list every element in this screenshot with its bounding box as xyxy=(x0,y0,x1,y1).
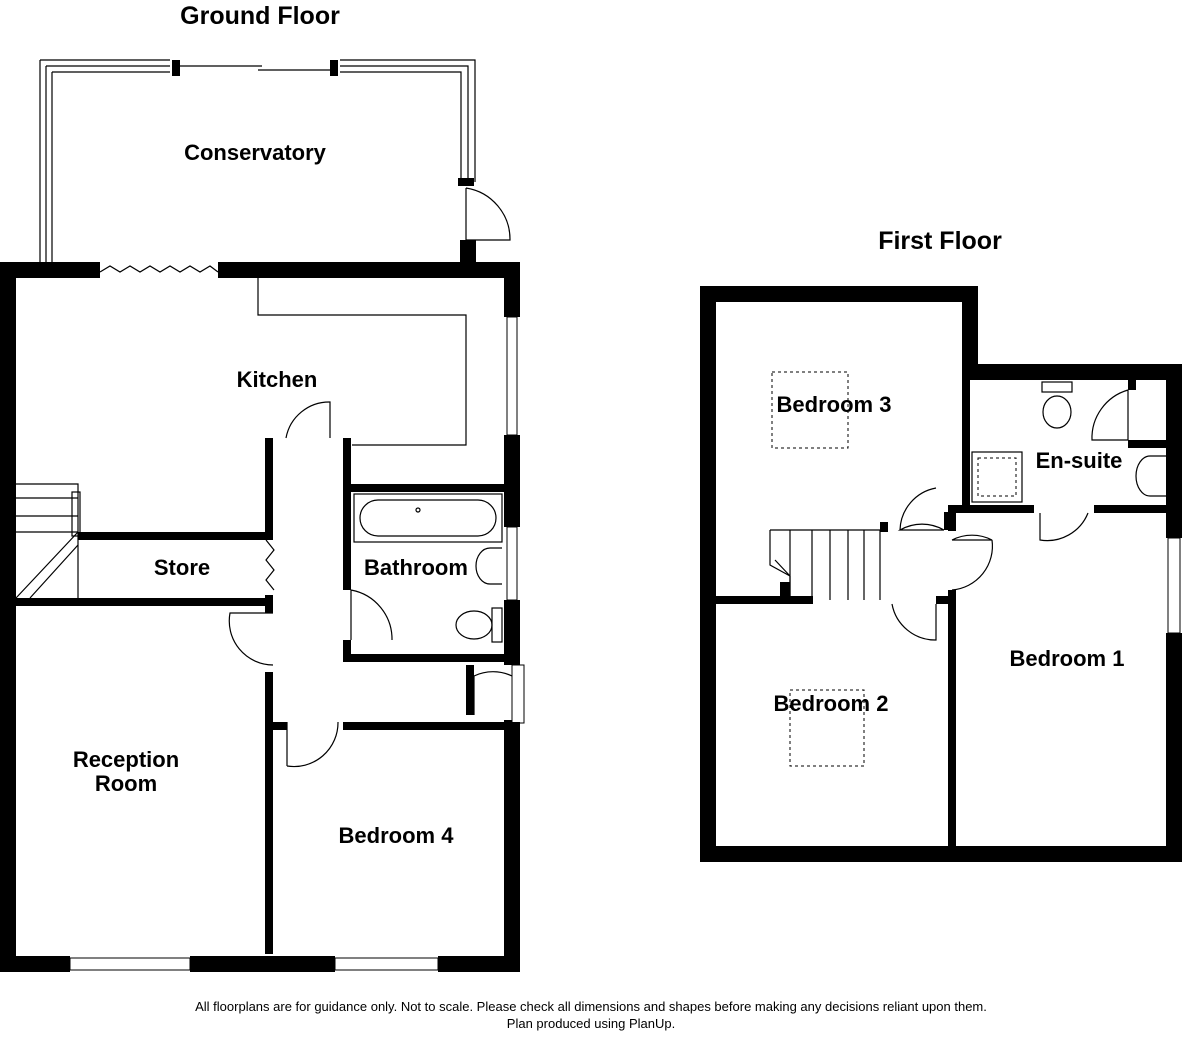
first-outer-walls xyxy=(700,286,1182,862)
footer-disclaimer: All floorplans are for guidance only. No… xyxy=(195,999,987,1014)
hall-side-window xyxy=(511,664,525,724)
bedroom1-window xyxy=(1167,537,1181,634)
room-label-ensuite: En-suite xyxy=(1036,448,1123,473)
ensuite-shower xyxy=(971,451,1023,503)
ground-outer-walls xyxy=(0,262,520,972)
room-label-bedroom2: Bedroom 2 xyxy=(774,691,889,716)
reception-window xyxy=(69,957,191,971)
room-label-reception-line1: Reception xyxy=(73,747,179,772)
room-label-bedroom1: Bedroom 1 xyxy=(1010,646,1125,671)
first-interior-walls xyxy=(716,370,1182,848)
bath xyxy=(353,493,503,543)
bifold-door xyxy=(99,265,219,273)
bathroom-toilet xyxy=(455,607,503,643)
store-bifold xyxy=(265,539,275,591)
ensuite-toilet xyxy=(1041,381,1073,429)
first-floor-plan xyxy=(700,286,1182,862)
kitchen-window xyxy=(506,316,518,436)
conservatory-glazing xyxy=(39,59,511,270)
first-floor-title: First Floor xyxy=(878,227,1002,255)
ground-stairs xyxy=(15,483,81,599)
bedroom4-window xyxy=(334,957,439,971)
ground-floor-plan xyxy=(0,59,525,972)
room-label-reception-line2: Room xyxy=(95,771,157,796)
ensuite-basin xyxy=(1135,455,1166,497)
room-label-bedroom3: Bedroom 3 xyxy=(777,392,892,417)
bathroom-window xyxy=(506,526,518,601)
room-label-conservatory: Conservatory xyxy=(184,140,327,165)
loft-hatch-bedroom2 xyxy=(789,689,865,767)
first-door-swings xyxy=(891,389,1129,641)
room-label-kitchen: Kitchen xyxy=(237,367,318,392)
room-label-bathroom: Bathroom xyxy=(364,555,468,580)
first-stairs xyxy=(769,529,881,600)
room-label-bedroom4: Bedroom 4 xyxy=(339,823,455,848)
room-label-store: Store xyxy=(154,555,210,580)
bathroom-basin xyxy=(475,547,502,585)
kitchen-worktop xyxy=(257,278,467,446)
footer-produced-by: Plan produced using PlanUp. xyxy=(507,1016,675,1031)
ground-interior-walls xyxy=(16,438,520,954)
ground-door-swings xyxy=(228,401,513,768)
loft-hatch-bedroom3 xyxy=(771,371,849,449)
ground-floor-title: Ground Floor xyxy=(180,2,340,30)
